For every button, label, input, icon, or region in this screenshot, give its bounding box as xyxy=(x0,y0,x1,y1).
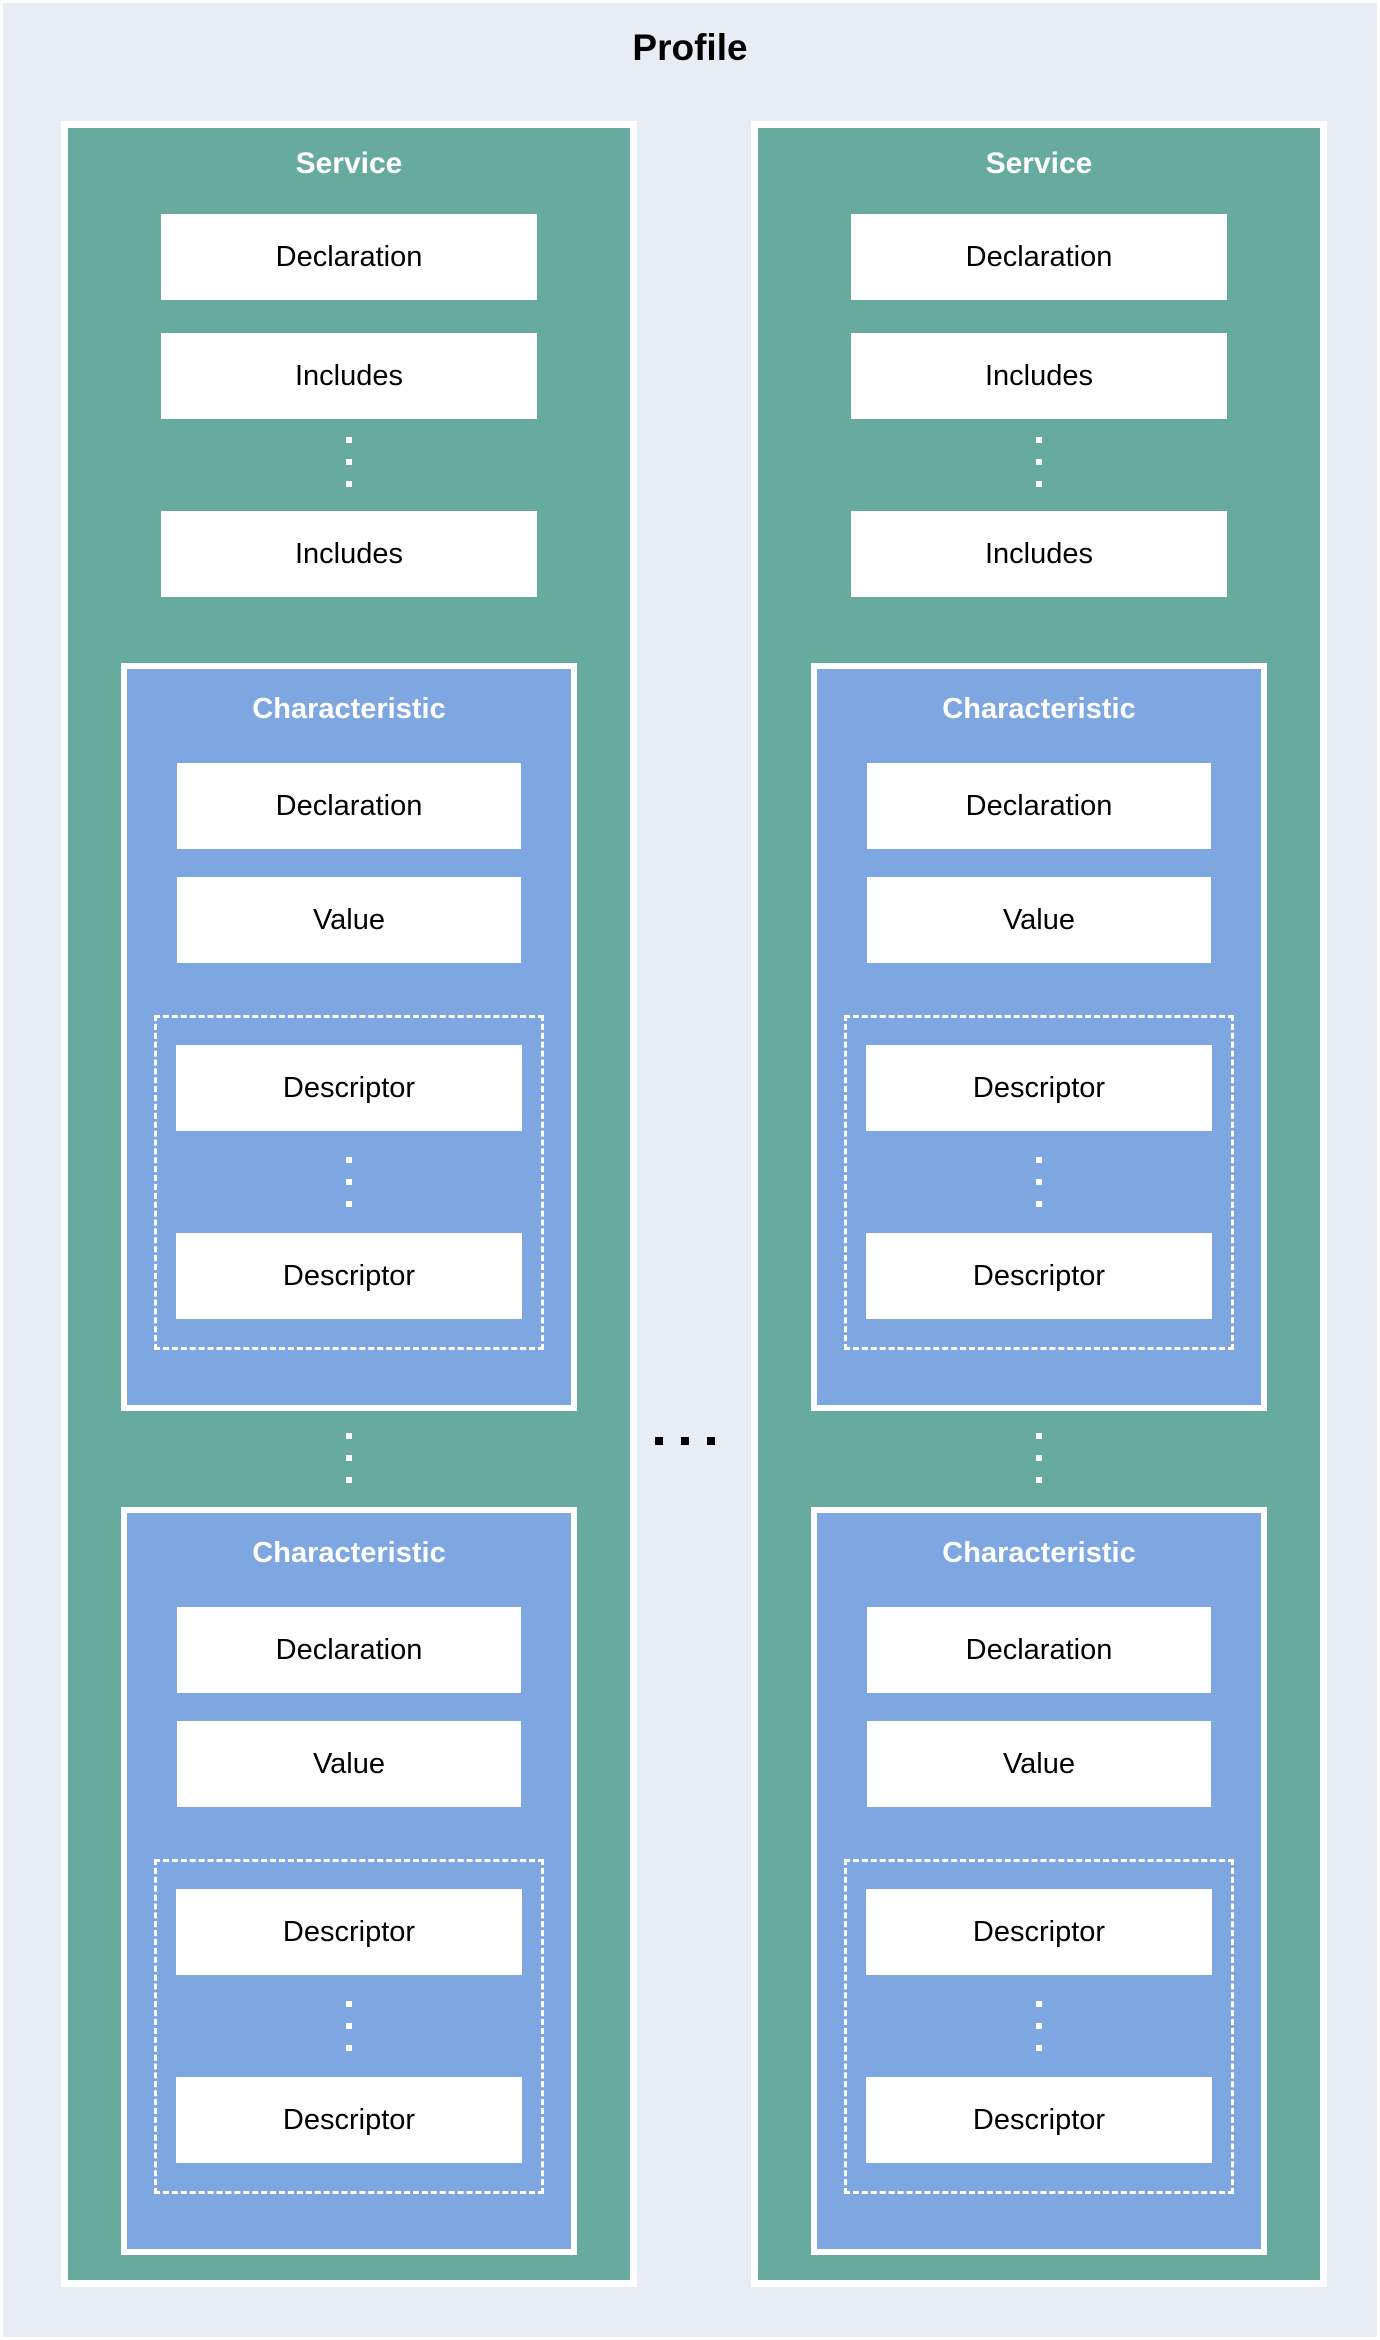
vertical-ellipsis-icon xyxy=(346,2001,352,2051)
vertical-ellipsis-icon xyxy=(346,1433,352,1483)
descriptor-group: Descriptor Descriptor xyxy=(844,1015,1234,1350)
vertical-ellipsis-icon xyxy=(346,437,352,487)
descriptor-group: Descriptor Descriptor xyxy=(844,1859,1234,2194)
vertical-ellipsis-icon xyxy=(346,1157,352,1207)
service-includes-box: Includes xyxy=(851,511,1227,597)
characteristic-declaration-box: Declaration xyxy=(177,1607,521,1693)
descriptor-box: Descriptor xyxy=(866,1233,1212,1319)
characteristic-block: Characteristic Declaration Value Descrip… xyxy=(811,663,1267,1411)
characteristic-value-box: Value xyxy=(867,1721,1211,1807)
characteristic-declaration-box: Declaration xyxy=(867,1607,1211,1693)
descriptor-box: Descriptor xyxy=(866,2077,1212,2163)
service-declaration-box: Declaration xyxy=(161,214,537,300)
service-declaration-box: Declaration xyxy=(851,214,1227,300)
horizontal-ellipsis-icon xyxy=(655,1437,715,1445)
descriptor-box: Descriptor xyxy=(866,1045,1212,1131)
service-block-2: Service Declaration Includes Includes Ch… xyxy=(751,121,1327,2287)
descriptor-box: Descriptor xyxy=(176,1889,522,1975)
vertical-ellipsis-icon xyxy=(1036,2001,1042,2051)
services-row: Service Declaration Includes Includes Ch… xyxy=(61,121,1327,2288)
characteristic-declaration-box: Declaration xyxy=(867,763,1211,849)
service-includes-box: Includes xyxy=(851,333,1227,419)
characteristic-title: Characteristic xyxy=(252,693,446,725)
page-title: Profile xyxy=(632,27,748,68)
characteristic-block: Characteristic Declaration Value Descrip… xyxy=(121,1507,577,2255)
characteristic-value-box: Value xyxy=(177,877,521,963)
characteristic-title: Characteristic xyxy=(942,1537,1136,1569)
descriptor-box: Descriptor xyxy=(176,1233,522,1319)
vertical-ellipsis-icon xyxy=(1036,1433,1042,1483)
service-title: Service xyxy=(295,147,403,180)
characteristic-title: Characteristic xyxy=(252,1537,446,1569)
descriptor-group: Descriptor Descriptor xyxy=(154,1859,544,2194)
characteristic-block: Characteristic Declaration Value Descrip… xyxy=(811,1507,1267,2255)
vertical-ellipsis-icon xyxy=(1036,437,1042,487)
characteristic-title: Characteristic xyxy=(942,693,1136,725)
service-block-1: Service Declaration Includes Includes Ch… xyxy=(61,121,637,2287)
characteristic-value-box: Value xyxy=(867,877,1211,963)
service-includes-box: Includes xyxy=(161,511,537,597)
characteristic-declaration-box: Declaration xyxy=(177,763,521,849)
service-includes-box: Includes xyxy=(161,333,537,419)
characteristic-value-box: Value xyxy=(177,1721,521,1807)
descriptor-box: Descriptor xyxy=(176,2077,522,2163)
vertical-ellipsis-icon xyxy=(1036,1157,1042,1207)
descriptor-group: Descriptor Descriptor xyxy=(154,1015,544,1350)
characteristic-block: Characteristic Declaration Value Descrip… xyxy=(121,663,577,1411)
service-title: Service xyxy=(985,147,1093,180)
descriptor-box: Descriptor xyxy=(866,1889,1212,1975)
descriptor-box: Descriptor xyxy=(176,1045,522,1131)
